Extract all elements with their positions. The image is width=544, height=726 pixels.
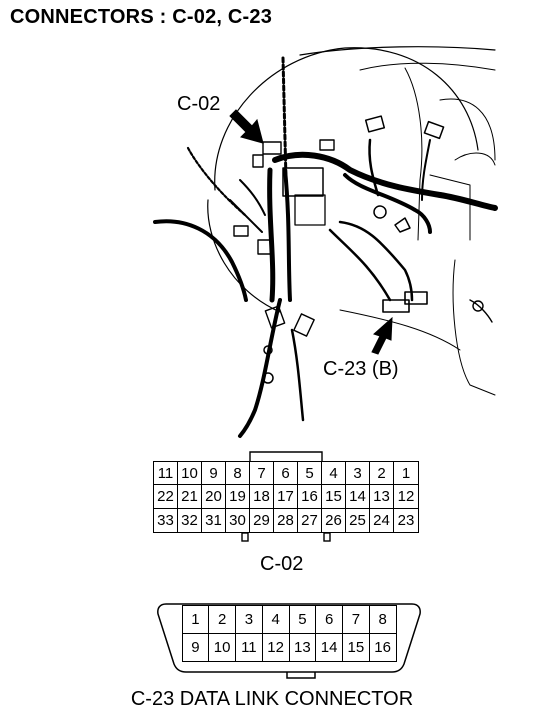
pin-cell: 7 xyxy=(342,604,370,634)
callout-c23-b: C-23 (B) xyxy=(323,358,399,380)
pin-cell: 8 xyxy=(368,604,397,634)
pin-cell: 2 xyxy=(208,604,236,634)
pin-cell: 31 xyxy=(202,508,226,532)
pin-cell: 3 xyxy=(235,604,263,634)
pin-cell: 20 xyxy=(202,485,226,509)
connector-c23-caption: C-23 DATA LINK CONNECTOR xyxy=(130,688,414,710)
pin-cell: 15 xyxy=(322,485,346,509)
pin-cell: 9 xyxy=(202,462,226,486)
pin-cell: 4 xyxy=(261,604,290,634)
pin-cell: 18 xyxy=(250,485,274,509)
pin-cell: 15 xyxy=(342,632,370,662)
page-title: CONNECTORS : C-02, C-23 xyxy=(10,6,273,28)
pin-cell: 7 xyxy=(250,462,274,486)
pin-cell: 6 xyxy=(274,462,298,486)
pin-cell: 1 xyxy=(394,462,418,486)
pin-cell: 10 xyxy=(208,632,236,662)
pin-cell: 25 xyxy=(346,508,370,532)
pin-cell: 9 xyxy=(181,632,210,662)
pin-cell: 10 xyxy=(178,462,202,486)
pin-cell: 12 xyxy=(394,485,418,509)
pin-cell: 21 xyxy=(178,485,202,509)
pin-cell: 19 xyxy=(226,485,250,509)
pin-cell: 13 xyxy=(370,485,394,509)
connector-c02-caption: C-02 xyxy=(260,553,304,575)
pin-cell: 14 xyxy=(315,632,343,662)
pin-cell: 16 xyxy=(298,485,322,509)
pin-cell: 22 xyxy=(154,485,178,509)
pin-cell: 13 xyxy=(288,632,317,662)
pin-cell: 5 xyxy=(288,604,317,634)
pin-cell: 33 xyxy=(154,508,178,532)
pin-cell: 2 xyxy=(370,462,394,486)
pin-cell: 28 xyxy=(274,508,298,532)
pin-cell: 8 xyxy=(226,462,250,486)
pin-cell: 29 xyxy=(250,508,274,532)
pin-cell: 6 xyxy=(315,604,343,634)
pin-cell: 26 xyxy=(322,508,346,532)
pin-cell: 32 xyxy=(178,508,202,532)
pin-cell: 30 xyxy=(226,508,250,532)
pin-cell: 3 xyxy=(346,462,370,486)
pin-cell: 27 xyxy=(298,508,322,532)
pin-cell: 17 xyxy=(274,485,298,509)
pin-cell: 12 xyxy=(261,632,290,662)
pin-cell: 5 xyxy=(298,462,322,486)
pin-cell: 11 xyxy=(154,462,178,486)
pin-cell: 11 xyxy=(235,632,263,662)
pin-cell: 23 xyxy=(397,511,415,529)
pin-cell: 1 xyxy=(181,604,210,634)
pin-cell: 4 xyxy=(322,462,346,486)
callout-c02: C-02 xyxy=(177,93,221,115)
pin-cell: 14 xyxy=(346,485,370,509)
pin-cell: 16 xyxy=(368,632,397,662)
pin-cell: 24 xyxy=(370,508,394,532)
